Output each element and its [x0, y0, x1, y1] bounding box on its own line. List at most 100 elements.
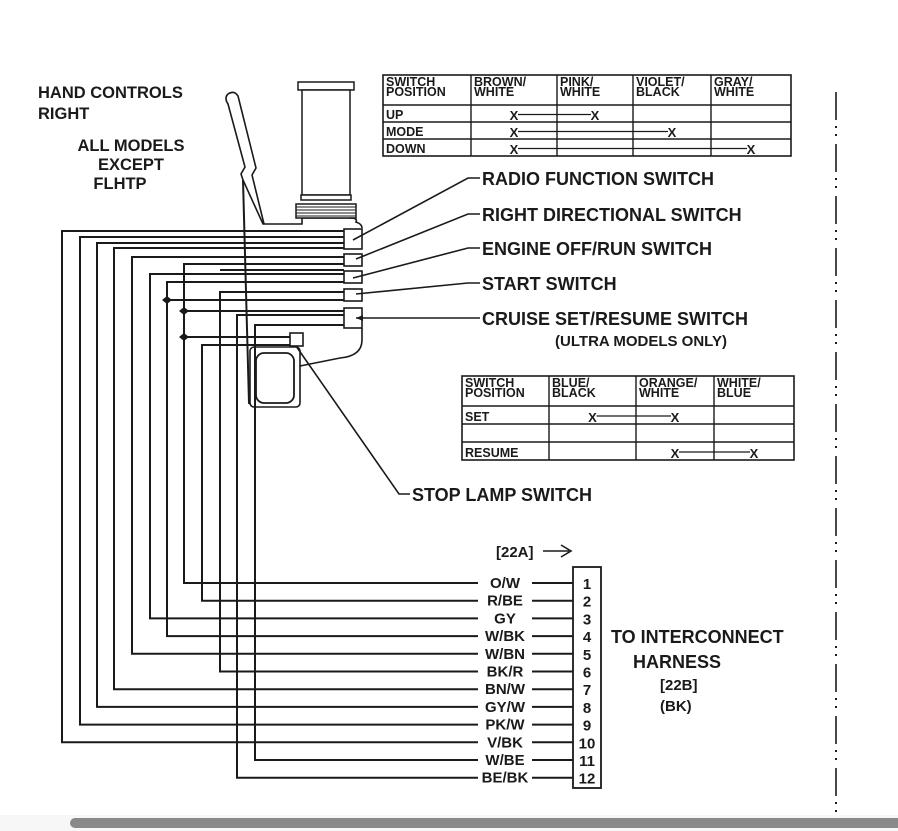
stop-lamp-switch-box: [289, 332, 304, 347]
table-header-cell: BROWN/: [474, 75, 527, 89]
throttle-grip-illustration: [295, 81, 363, 229]
harness-wire: [131, 256, 478, 655]
table-header-cell: WHITE: [560, 85, 600, 99]
table-mark: X: [750, 446, 759, 461]
wire-color-label: PK/W: [485, 717, 525, 734]
wire-color-label: BE/BK: [482, 770, 529, 787]
destination-line2: HARNESS: [633, 652, 721, 672]
harness-wire: [113, 247, 478, 691]
connector-pin-number: 2: [583, 594, 591, 611]
table-mark: X: [588, 410, 597, 425]
table-header-cell: ORANGE/: [639, 376, 698, 390]
wire-color-label: V/BK: [487, 734, 523, 751]
table-mark: X: [747, 142, 756, 157]
right-directional-switch-box: [343, 253, 363, 267]
applicability-line2: EXCEPT: [98, 156, 164, 174]
destination-line1: TO INTERCONNECT: [611, 627, 784, 647]
destination-line3: [22B]: [660, 677, 698, 694]
switch-boxes: [289, 228, 363, 347]
wire-color-label: BK/R: [487, 664, 524, 681]
connector-pin-number: 9: [583, 718, 591, 735]
wire-color-label: GY/W: [485, 699, 526, 716]
table-mark: X: [671, 410, 680, 425]
applicability-line1: ALL MODELS: [78, 137, 185, 155]
table-mark: X: [591, 108, 600, 123]
callout-engine-off-run-switch: ENGINE OFF/RUN SWITCH: [482, 239, 712, 259]
table-header-cell: BLACK: [636, 85, 680, 99]
table-header-cell: GRAY/: [714, 75, 753, 89]
table-header-cell: WHITE/: [717, 376, 761, 390]
wire-color-label: W/BN: [485, 646, 525, 663]
wire-color-label: R/BE: [487, 593, 523, 610]
connector-pin-number: 8: [583, 700, 591, 717]
engine-switch-box: [343, 270, 363, 284]
table-row-position: DOWN: [386, 142, 426, 156]
wire-color-label: GY: [494, 610, 516, 627]
connector-pin-number: 7: [583, 682, 591, 699]
connector-pin-number: 5: [583, 647, 591, 664]
connector-pin-number: 6: [583, 665, 591, 682]
table-header-cell: SWITCH: [465, 376, 514, 390]
table-mark: X: [668, 125, 677, 140]
table-header-cell: WHITE: [474, 85, 514, 99]
table-frame: [382, 74, 792, 157]
table-header-cell: WHITE: [639, 386, 679, 400]
wire-color-label: O/W: [490, 575, 521, 592]
table-row-position: UP: [386, 108, 403, 122]
harness-wire: [201, 344, 478, 602]
harness-wires: [61, 230, 573, 779]
callout-start-switch: START SWITCH: [482, 274, 617, 294]
connector-pin-number: 3: [583, 611, 591, 628]
callout-stop-lamp-switch: STOP LAMP SWITCH: [412, 485, 592, 505]
wire-color-label: BN/W: [485, 681, 526, 698]
page-boundary-line: [835, 92, 837, 812]
switch-housing-outline: [299, 328, 363, 367]
table-mark: X: [510, 108, 519, 123]
table-mark: X: [510, 142, 519, 157]
table-header-cell: BLUE/: [552, 376, 590, 390]
splice-dot: [162, 296, 172, 304]
callout-cruise-switch: CRUISE SET/RESUME SWITCH: [482, 309, 748, 329]
radio-switch-table: SWITCHPOSITIONBROWN/WHITEPINK/WHITEVIOLE…: [382, 74, 792, 157]
harness-wire: [96, 242, 478, 708]
reservoir-illustration: [249, 346, 301, 408]
harness-wire: [254, 324, 478, 761]
harness-wire: [219, 291, 478, 673]
table-header-cell: BLUE: [717, 386, 751, 400]
horizontal-scrollbar-thumb[interactable]: [70, 818, 898, 828]
harness-wire: [149, 273, 478, 620]
connector-pin-number: 12: [579, 771, 596, 788]
connector-id-label: [22A]: [496, 544, 534, 561]
table-row-position: MODE: [386, 125, 424, 139]
connector-pin-number: 4: [583, 629, 592, 646]
connector-arrow-icon: [543, 544, 573, 558]
title-line2: RIGHT: [38, 105, 89, 123]
table-header-cell: BLACK: [552, 386, 596, 400]
connector-pin-number: 10: [579, 735, 596, 752]
splice-dot: [179, 307, 189, 315]
connector-pins: 1O/W2R/BE3GY4W/BK5W/BN6BK/R7BN/W8GY/W9PK…: [482, 575, 596, 788]
table-mark: X: [510, 125, 519, 140]
table-header-cell: SWITCH: [386, 75, 435, 89]
table-mark: X: [671, 446, 680, 461]
title-line1: HAND CONTROLS: [38, 84, 183, 102]
harness-wire: [236, 314, 478, 779]
brake-lever-illustration: [225, 91, 350, 225]
start-switch-box: [343, 288, 363, 302]
harness-wire: [61, 230, 478, 744]
table-header-cell: PINK/: [560, 75, 594, 89]
table-header-cell: VIOLET/: [636, 75, 685, 89]
harness-wire: [166, 281, 478, 638]
splice-points: [162, 296, 189, 341]
applicability-line3: FLHTP: [93, 175, 146, 193]
table-header-cell: POSITION: [386, 85, 446, 99]
table-frame: [461, 375, 795, 461]
callout-right-directional-switch: RIGHT DIRECTIONAL SWITCH: [482, 205, 742, 225]
table-header-cell: POSITION: [465, 386, 525, 400]
table-row-position: SET: [465, 410, 490, 424]
connector-pin-number: 11: [579, 753, 595, 770]
callout-cruise-note: (ULTRA MODELS ONLY): [555, 333, 727, 350]
radio-switch-box: [343, 228, 363, 250]
